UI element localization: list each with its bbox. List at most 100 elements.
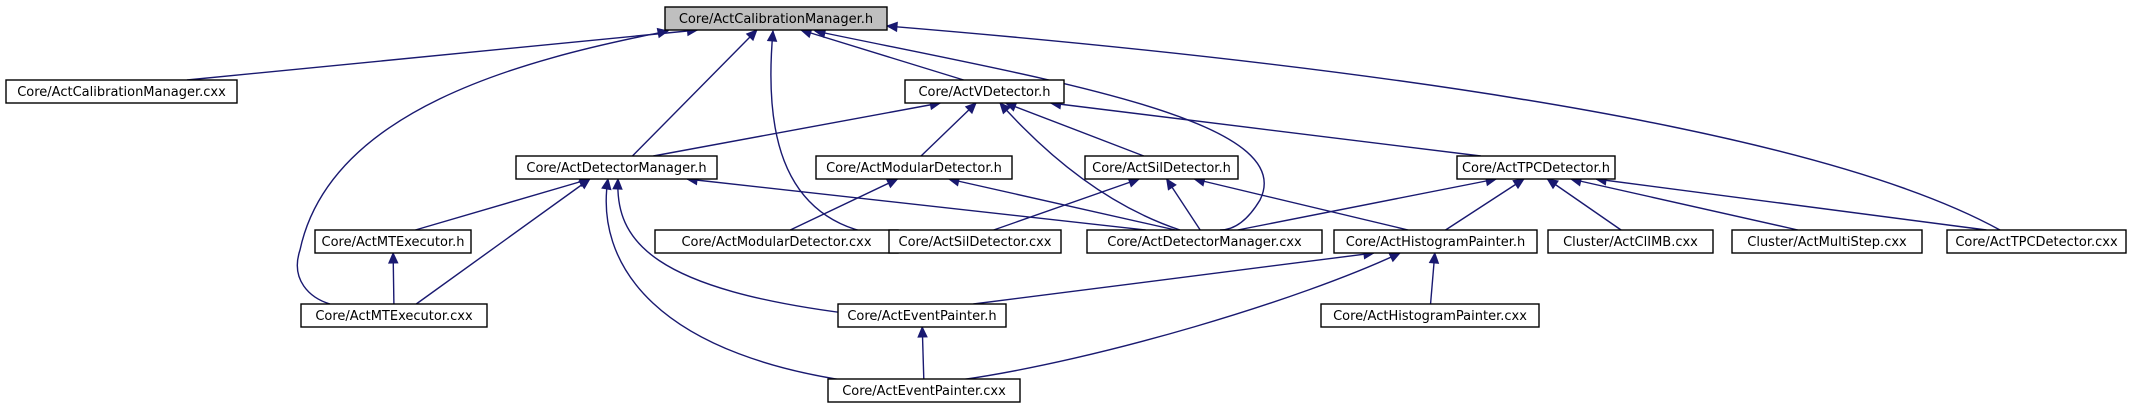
- node-box: [1333, 229, 1538, 254]
- edge-calib_h-mtexec_cxx: [296, 30, 669, 305]
- node-label: Core/ActEventPainter.h: [847, 309, 996, 324]
- node-moddet_cxx[interactable]: Core/ActModularDetector.cxx: [654, 229, 899, 254]
- edge-detman_h-evpaint_h: [617, 178, 861, 316]
- arrowhead-vdet_h-moddet_h: [964, 102, 977, 115]
- node-detman_h[interactable]: Core/ActDetectorManager.h: [515, 155, 718, 180]
- edge-moddet_h-moddet_cxx: [789, 178, 898, 231]
- node-box: [515, 155, 718, 180]
- node-evpaint_h[interactable]: Core/ActEventPainter.h: [837, 303, 1007, 328]
- edge-tpcdet_h-histpaint_h: [1445, 178, 1525, 231]
- edge-sildet_h-sildet_cxx: [993, 178, 1140, 231]
- node-histpaint_cxx[interactable]: Core/ActHistogramPainter.cxx: [1320, 303, 1540, 328]
- arrowhead-vdet_h-detman_cxx: [999, 102, 1011, 115]
- edge-vdet_h-tpcdet_h: [1050, 102, 1481, 157]
- edge-detman_h-mtexec_cxx: [415, 178, 591, 305]
- node-label: Core/ActModularDetector.cxx: [681, 235, 871, 250]
- node-label: Cluster/ActClIMB.cxx: [1563, 235, 1698, 250]
- arrowhead-calib_h-tpcdet_cxx: [885, 21, 898, 33]
- edge-vdet_h-detman_cxx: [999, 102, 1181, 231]
- node-label: Core/ActHistogramPainter.cxx: [1333, 309, 1527, 324]
- arrowhead-sildet_h-detman_cxx: [1165, 177, 1177, 191]
- edge-sildet_h-histpaint_h: [1194, 178, 1409, 231]
- arrowhead-detman_h-evpaint_cxx: [601, 177, 612, 191]
- arrowhead-evpaint_h-evpaint_cxx: [917, 325, 928, 338]
- node-label: Core/ActVDetector.h: [918, 85, 1050, 100]
- node-box: [314, 229, 472, 254]
- node-label: Core/ActSilDetector.h: [1092, 161, 1231, 176]
- node-calib_h[interactable]: Core/ActCalibrationManager.h: [664, 6, 888, 31]
- node-box: [827, 378, 1021, 403]
- edge-calib_h-detman_h: [631, 29, 758, 157]
- node-vdet_h[interactable]: Core/ActVDetector.h: [904, 79, 1065, 104]
- node-sildet_cxx[interactable]: Core/ActSilDetector.cxx: [888, 229, 1062, 254]
- arrowhead-calib_h-sildet_cxx: [766, 29, 778, 42]
- node-box: [1731, 229, 1923, 254]
- node-tpcdet_h[interactable]: Core/ActTPCDetector.h: [1456, 155, 1616, 180]
- node-label: Core/ActMTExecutor.h: [322, 235, 465, 250]
- edge-layer: [186, 21, 2001, 386]
- node-box: [5, 79, 238, 104]
- edge-detman_h-detman_cxx: [686, 178, 1146, 231]
- node-label: Core/ActCalibrationManager.h: [679, 12, 873, 27]
- node-label: Core/ActCalibrationManager.cxx: [17, 85, 226, 100]
- edge-detman_h-evpaint_cxx: [605, 178, 881, 386]
- arrowhead-tpcdet_h-climb_cxx: [1546, 178, 1559, 190]
- edge-vdet_h-detman_h: [653, 102, 941, 157]
- edge-tpcdet_h-tpcdet_cxx: [1595, 178, 1987, 231]
- node-calib_cxx[interactable]: Core/ActCalibrationManager.cxx: [5, 79, 238, 104]
- arrowhead-detman_h-mtexec_cxx: [578, 178, 591, 190]
- node-box: [904, 79, 1065, 104]
- node-box: [1547, 229, 1714, 254]
- edge-calib_h-sildet_cxx: [770, 30, 881, 236]
- node-label: Core/ActEventPainter.cxx: [842, 384, 1006, 399]
- node-box: [1086, 229, 1323, 254]
- node-label: Cluster/ActMultiStep.cxx: [1747, 235, 1907, 250]
- edge-calib_h-vdet_h: [800, 29, 964, 81]
- node-box: [888, 229, 1062, 254]
- node-box: [1084, 155, 1239, 180]
- edge-calib_h-calib_cxx: [186, 29, 698, 81]
- edge-tpcdet_h-multistep_cxx: [1570, 178, 1799, 231]
- edge-vdet_h-moddet_h: [920, 102, 977, 157]
- arrowhead-histpaint_h-evpaint_cxx: [1388, 252, 1402, 263]
- arrowhead-calib_h-detman_h: [745, 29, 758, 42]
- node-moddet_h[interactable]: Core/ActModularDetector.h: [815, 155, 1013, 180]
- node-label: Core/ActSilDetector.cxx: [899, 235, 1052, 250]
- arrowhead-mtexec_h-mtexec_cxx: [388, 251, 399, 264]
- node-box: [664, 6, 888, 31]
- arrowhead-histpaint_h-histpaint_cxx: [1428, 251, 1440, 264]
- arrowhead-detman_h-evpaint_h: [612, 177, 623, 190]
- node-mtexec_h[interactable]: Core/ActMTExecutor.h: [314, 229, 472, 254]
- node-label: Core/ActDetectorManager.cxx: [1107, 235, 1302, 250]
- node-histpaint_h[interactable]: Core/ActHistogramPainter.h: [1333, 229, 1538, 254]
- edge-tpcdet_h-climb_cxx: [1546, 178, 1622, 231]
- node-box: [1946, 229, 2127, 254]
- edge-detman_h-mtexec_h: [415, 178, 590, 231]
- node-box: [837, 303, 1007, 328]
- edge-calib_h-tpcdet_cxx: [886, 25, 2001, 231]
- node-label: Core/ActHistogramPainter.h: [1346, 235, 1526, 250]
- node-evpaint_cxx[interactable]: Core/ActEventPainter.cxx: [827, 378, 1021, 403]
- edge-tpcdet_h-detman_cxx: [1237, 178, 1497, 231]
- node-box: [815, 155, 1013, 180]
- edge-histpaint_h-evpaint_h: [973, 252, 1374, 305]
- node-climb_cxx[interactable]: Cluster/ActClIMB.cxx: [1547, 229, 1714, 254]
- node-detman_cxx[interactable]: Core/ActDetectorManager.cxx: [1086, 229, 1323, 254]
- node-label: Core/ActTPCDetector.h: [1462, 161, 1610, 176]
- node-label: Core/ActTPCDetector.cxx: [1955, 235, 2118, 250]
- edge-calib_h-detman_cxx: [814, 30, 1265, 231]
- node-tpcdet_cxx[interactable]: Core/ActTPCDetector.cxx: [1946, 229, 2127, 254]
- arrowhead-calib_h-mtexec_cxx: [656, 27, 670, 39]
- node-sildet_h[interactable]: Core/ActSilDetector.h: [1084, 155, 1239, 180]
- node-box: [1456, 155, 1616, 180]
- edge-histpaint_h-evpaint_cxx: [959, 252, 1401, 381]
- node-mtexec_cxx[interactable]: Core/ActMTExecutor.cxx: [300, 303, 488, 328]
- node-label: Core/ActDetectorManager.h: [526, 161, 706, 176]
- node-box: [1320, 303, 1540, 328]
- node-label: Core/ActMTExecutor.cxx: [315, 309, 473, 324]
- node-multistep_cxx[interactable]: Cluster/ActMultiStep.cxx: [1731, 229, 1923, 254]
- node-label: Core/ActModularDetector.h: [826, 161, 1002, 176]
- edge-vdet_h-sildet_h: [1005, 102, 1145, 157]
- node-box: [300, 303, 488, 328]
